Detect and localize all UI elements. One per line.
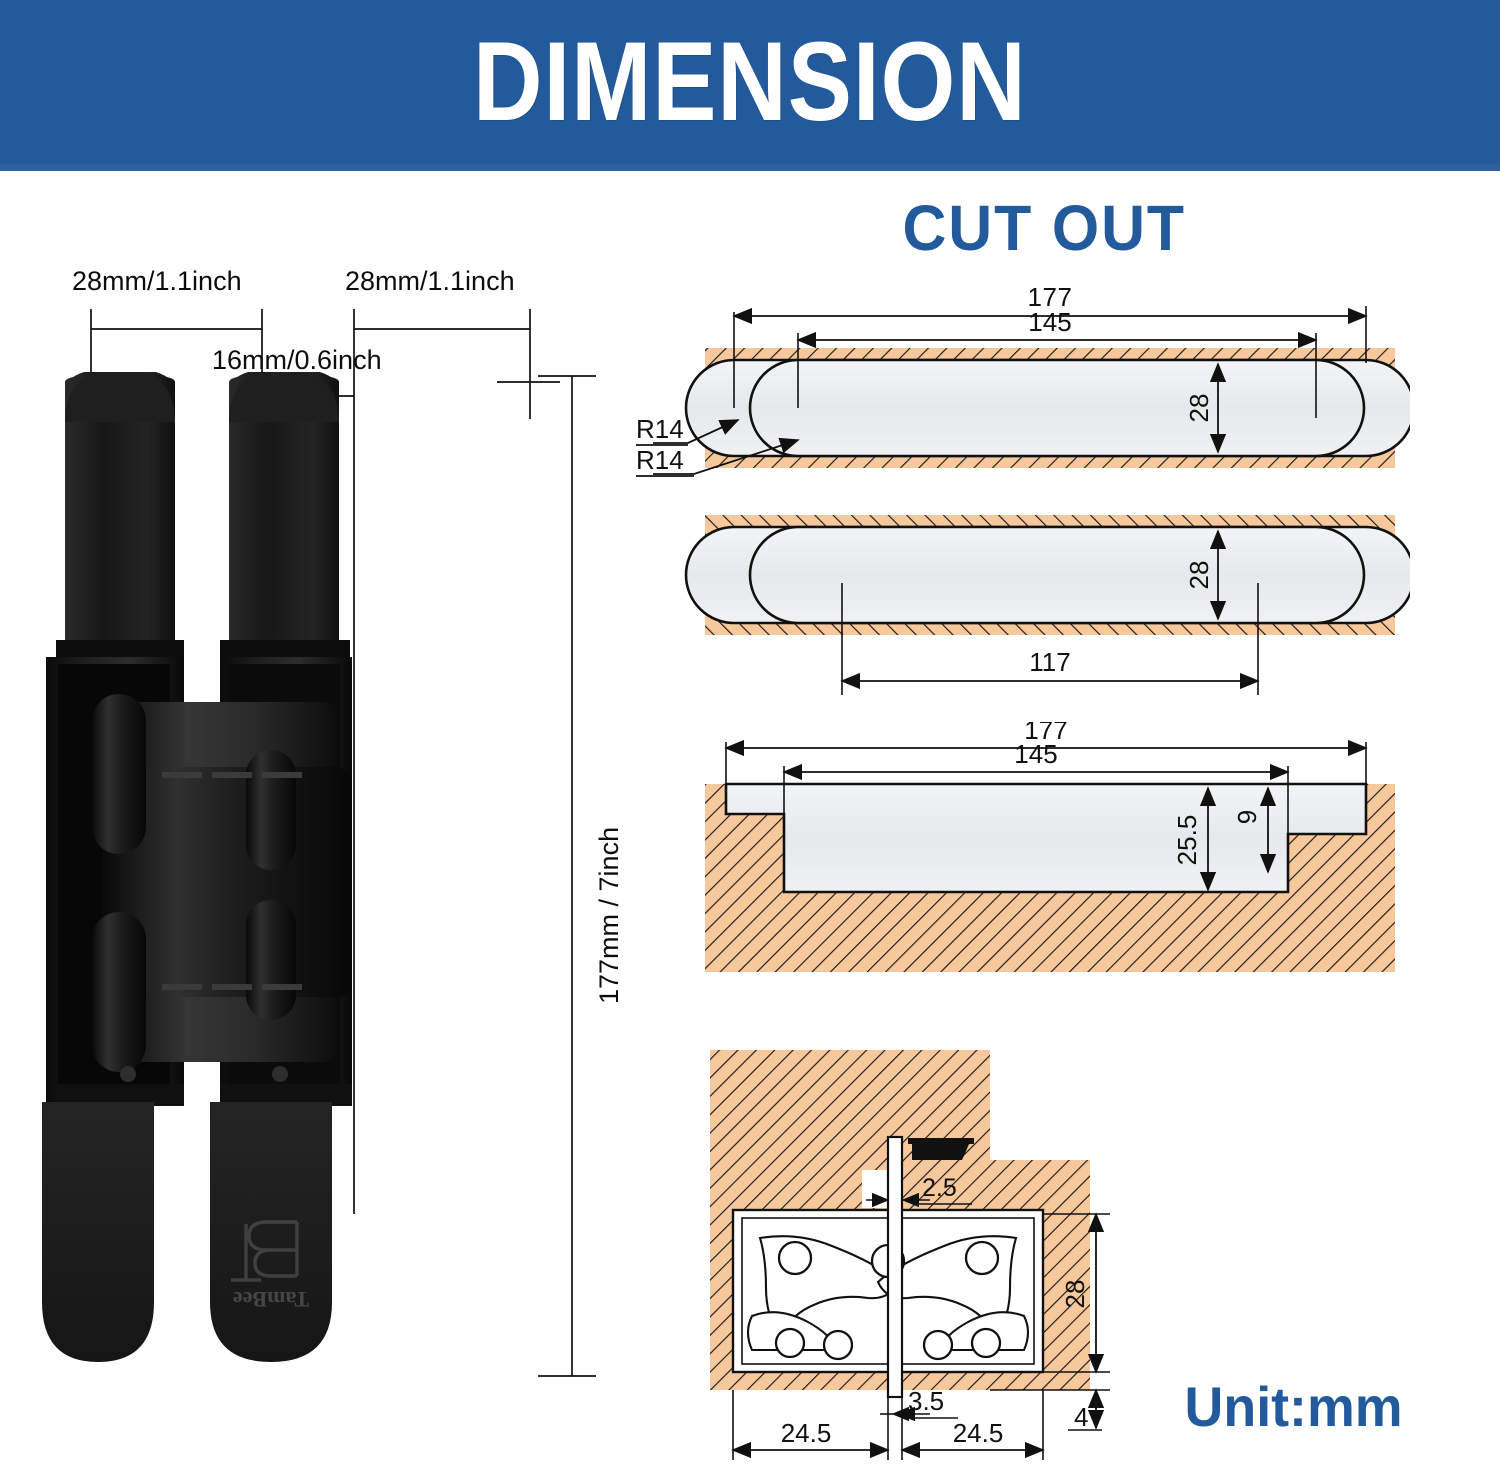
dim-25-5: 25.5 (1172, 815, 1202, 866)
dim-28-top: 28 (1184, 394, 1214, 423)
leaf-right-width-label: 28mm/1.1inch (345, 266, 515, 296)
height-dimension-line (538, 375, 596, 1377)
dim-177-top: 177 (1028, 288, 1073, 312)
unit-label: Unit:mm (1184, 1375, 1403, 1438)
brand-monogram (231, 1220, 299, 1282)
dim-145-side: 145 (1014, 739, 1057, 769)
dim-28-bottom: 28 (1184, 561, 1214, 590)
dim-24-5-left: 24.5 (781, 1418, 832, 1448)
leaf-left-width-label: 28mm/1.1inch (72, 266, 242, 296)
dim-2-5: 2.5 (922, 1174, 957, 1202)
overall-height-label: 177mm / 7inch (594, 826, 624, 1004)
dim-145-top: 145 (1028, 307, 1071, 337)
cutout-section-jamb-view: 2.5 28 4 (710, 1050, 1110, 1460)
dim-24-5-right: 24.5 (953, 1418, 1004, 1448)
dim-3-5: 3.5 (908, 1386, 944, 1416)
cutout-plan-bottom-view: 28 117 (684, 515, 1410, 695)
cutout-section-side-view: 177 145 25.5 9 (705, 722, 1395, 972)
brand-wordmark: TamBee (233, 1287, 309, 1312)
dim-4: 4 (1074, 1402, 1088, 1432)
dim-r14-inner: R14 (636, 445, 684, 475)
dim-9: 9 (1232, 810, 1262, 824)
hinge-product-photo: TamBee (42, 372, 352, 1362)
cutout-section-title: CUT OUT (902, 192, 1186, 264)
dim-28-jamb: 28 (1060, 1280, 1090, 1309)
dim-177-side: 177 (1024, 722, 1067, 745)
page-title: DIMENSION (473, 19, 1027, 144)
dim-r14-outer: R14 (636, 414, 684, 444)
dimension-panel: 28mm/1.1inch 28mm/1.1inch 16mm/0.6inch (0, 164, 640, 1469)
dim-117: 117 (1029, 647, 1070, 677)
header-underline (0, 164, 1500, 171)
cutout-plan-top-view: 177 145 28 R14 R14 (636, 288, 1410, 477)
header-banner: DIMENSION (0, 0, 1500, 164)
